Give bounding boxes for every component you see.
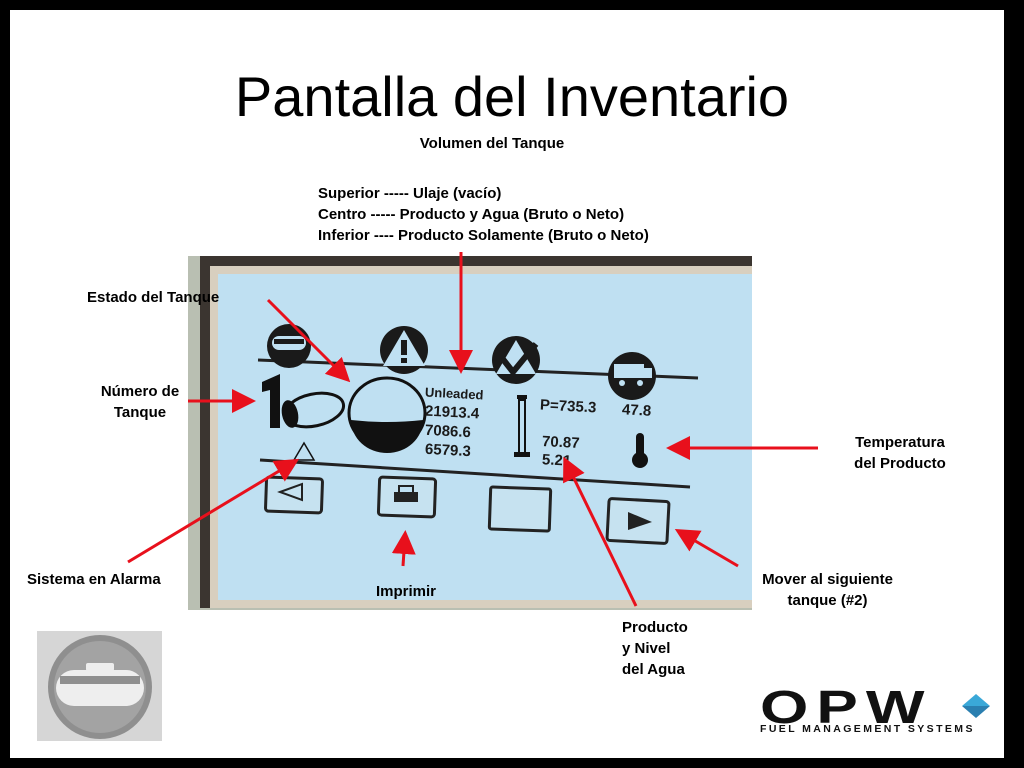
label-alarm-system: Sistema en Alarma — [27, 571, 161, 588]
check-icon — [492, 336, 540, 384]
label-product-water-2: y Nivel — [622, 640, 671, 657]
arrow-print — [391, 530, 416, 567]
label-next-tank-2: tanque (#2) — [787, 592, 868, 609]
alarm-triangle-icon — [292, 441, 316, 461]
right-arrow-icon — [628, 512, 652, 530]
opw-logo-text: OPW — [760, 681, 933, 733]
bottom-divider — [259, 458, 691, 489]
thermometer-icon — [632, 433, 648, 468]
arrow-tank-status — [266, 298, 351, 383]
opw-tagline: FUEL MANAGEMENT SYSTEMS — [760, 723, 975, 735]
softkey-blank[interactable] — [487, 485, 553, 533]
warning-icon — [380, 326, 428, 374]
label-tank-number-1: Número de — [100, 383, 180, 400]
softkey-right[interactable] — [605, 497, 671, 545]
label-product-water-3: del Agua — [622, 661, 685, 678]
legend-line-3: Inferior ---- Producto Solamente (Bruto … — [318, 227, 649, 244]
label-tank-status: Estado del Tanque — [87, 289, 220, 306]
label-product-temp-1: Temperatura — [855, 434, 945, 451]
label-product-temp-2: del Producto — [854, 455, 946, 472]
legend-line-1: Superior ----- Ulaje (vacío) — [318, 185, 502, 202]
truck-icon — [608, 352, 656, 400]
arrow-next-tank — [674, 528, 739, 568]
label-tank-number-2: Tanque — [113, 404, 167, 421]
softkey-print[interactable] — [376, 475, 438, 519]
label-print: Imprimir — [376, 583, 437, 600]
display-screen — [218, 274, 752, 600]
label-product-water-1: Producto — [622, 619, 688, 636]
subtitle: Volumen del Tanque — [419, 135, 565, 152]
legend-line-2: Centro ----- Producto y Agua (Bruto o Ne… — [318, 206, 625, 223]
printer-icon — [394, 485, 418, 502]
left-arrow-icon — [277, 482, 303, 502]
tank-number-graphic — [262, 374, 346, 429]
arrow-product-water — [563, 456, 638, 607]
probe-icon — [514, 395, 530, 457]
page-title: Pantalla del Inventario — [234, 65, 790, 128]
arrow-alarm — [127, 458, 300, 564]
tank-status-gauge — [347, 376, 427, 453]
label-next-tank-1: Mover al siguiente — [762, 571, 893, 588]
tank-icon — [267, 324, 311, 368]
